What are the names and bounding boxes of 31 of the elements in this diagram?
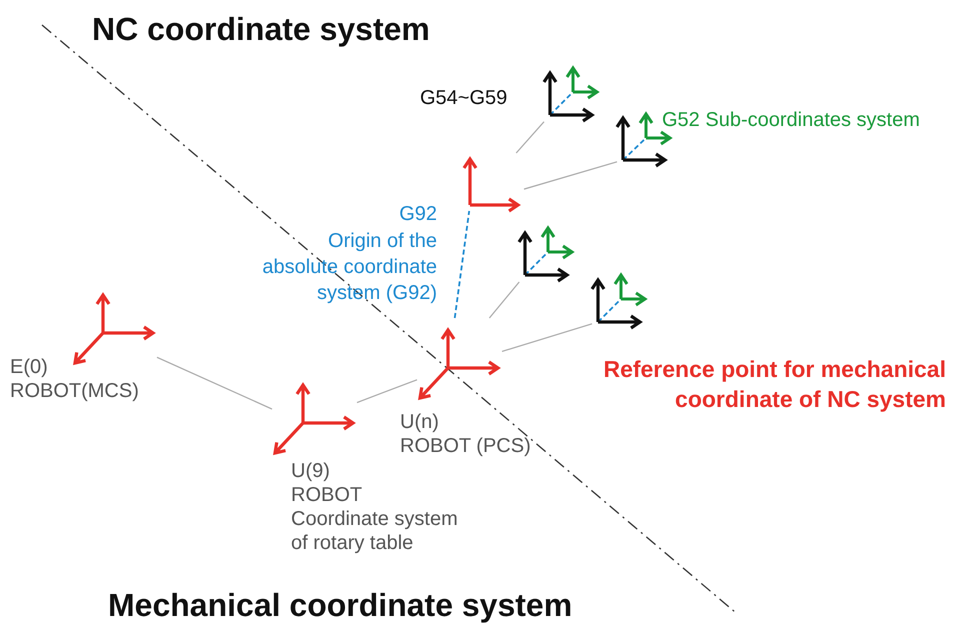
dashed-connector xyxy=(597,298,622,323)
frame-label: G52 Sub-coordinates system xyxy=(662,108,920,132)
connector-line xyxy=(356,379,418,404)
frame-label: U(n) xyxy=(400,410,439,434)
connector-line xyxy=(488,282,520,318)
dashed-connector xyxy=(524,251,549,276)
frame-label: Origin of the absolute coordinate system (G92) xyxy=(261,229,437,306)
connector-line xyxy=(156,356,272,410)
coordinate-axes-icon xyxy=(542,224,576,258)
coordinate-axes-icon xyxy=(592,276,644,329)
frame-label: U(9) xyxy=(291,459,330,483)
frame-label: ROBOT(MCS) xyxy=(10,379,139,403)
coordinate-axes-icon xyxy=(615,271,649,305)
connector-line xyxy=(524,161,618,190)
reference-note: Reference point for mechanical coordinate of NC system xyxy=(602,355,946,414)
connector-line xyxy=(516,121,544,154)
dashed-connector xyxy=(454,210,470,318)
dashed-connector xyxy=(622,137,647,161)
coordinate-axes-icon xyxy=(519,229,571,282)
frame-label: G92 xyxy=(398,202,437,226)
coordinate-axes-icon xyxy=(544,69,596,122)
frame-label: ROBOT (PCS) xyxy=(400,434,531,458)
frame-label: Coordinate system of rotary table xyxy=(291,507,459,555)
frame-label: E(0) xyxy=(10,355,48,379)
region-heading: Mechanical coordinate system xyxy=(108,586,572,624)
region-heading: NC coordinate system xyxy=(92,10,430,48)
dashed-connector xyxy=(549,91,574,116)
connector-line xyxy=(502,323,592,352)
frame-label: ROBOT xyxy=(291,483,362,507)
frame-label: G54~G59 xyxy=(420,86,508,110)
coordinate-axes-icon xyxy=(567,64,601,98)
